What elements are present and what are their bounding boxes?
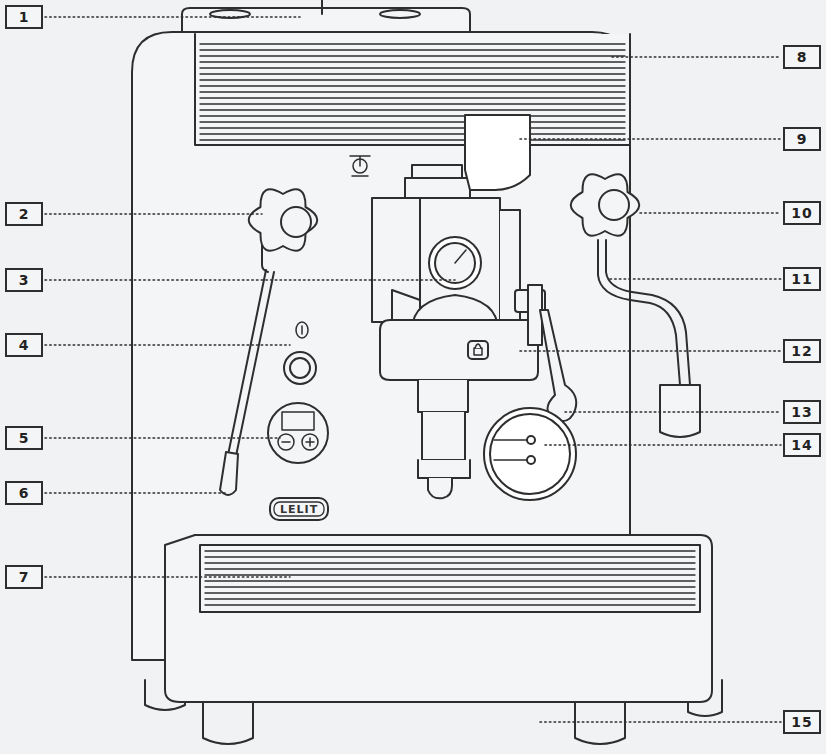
logo-plate — [270, 498, 328, 520]
portafilter-handle — [515, 285, 576, 421]
callout-box: 10 — [783, 201, 821, 225]
callout-box: 9 — [783, 127, 821, 151]
callout-number: 14 — [791, 437, 812, 453]
callout-box: 6 — [5, 481, 43, 505]
water-wand — [598, 240, 690, 385]
callout-number: 7 — [19, 569, 30, 585]
callout-box: 1 — [5, 5, 43, 29]
water-tip — [660, 385, 700, 437]
callout-number: 13 — [791, 404, 812, 420]
callout-number: 15 — [791, 714, 812, 730]
callout-box: 3 — [5, 268, 43, 292]
steam-wand — [228, 270, 274, 456]
base — [165, 535, 712, 702]
callout-box: 4 — [5, 333, 43, 357]
cup-tray — [195, 34, 630, 145]
logo-plate-inner — [274, 502, 324, 516]
steam-knob — [249, 189, 318, 272]
callout-number: 10 — [791, 205, 812, 221]
water-knob — [571, 174, 640, 235]
callout-box: 15 — [783, 710, 821, 734]
callout-box: 13 — [783, 400, 821, 424]
callout-number: 11 — [791, 271, 812, 287]
callout-box: 5 — [5, 426, 43, 450]
pump-icon — [350, 156, 370, 176]
callout-number: 5 — [19, 430, 30, 446]
callout-box: 14 — [783, 433, 821, 457]
power-switch — [284, 322, 316, 384]
steam-tip — [220, 452, 238, 495]
callout-number: 2 — [19, 206, 30, 222]
callout-number: 1 — [19, 9, 30, 25]
callout-number: 6 — [19, 485, 30, 501]
display-panel — [268, 403, 328, 463]
callout-number: 12 — [791, 343, 812, 359]
boiler-gauge — [484, 408, 576, 500]
leader-lines — [45, 17, 781, 722]
callout-number: 8 — [797, 49, 808, 65]
callout-box: 2 — [5, 202, 43, 226]
callout-box: 12 — [783, 339, 821, 363]
callout-number: 4 — [19, 337, 30, 353]
callout-box: 7 — [5, 565, 43, 589]
callout-number: 3 — [19, 272, 30, 288]
callout-box: 11 — [783, 267, 821, 291]
brand-logo: LELIT — [280, 503, 318, 516]
callout-number: 9 — [797, 131, 808, 147]
callout-box: 8 — [783, 45, 821, 69]
